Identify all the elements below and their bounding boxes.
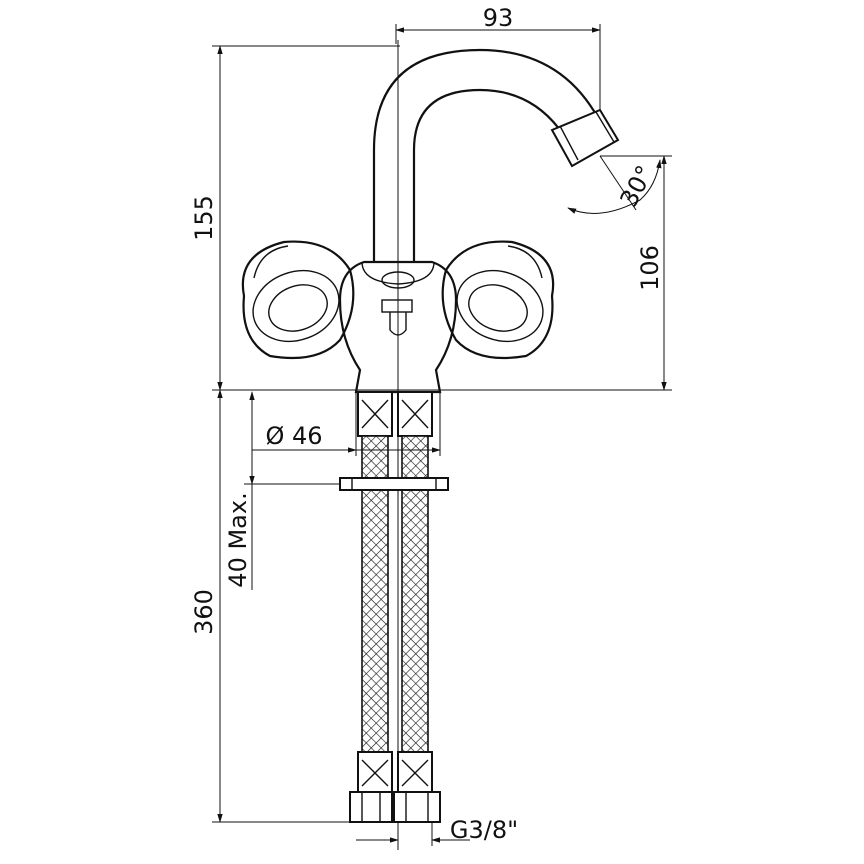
dimension-spout-height: 106	[600, 155, 672, 391]
dim-label-30deg: 30°	[615, 161, 660, 212]
left-handle	[241, 240, 355, 360]
dim-label-93: 93	[483, 4, 514, 32]
dimension-hose-length: 360	[190, 389, 350, 823]
right-handle	[441, 240, 555, 360]
supply-hoses	[349, 391, 441, 823]
mounting-nut	[339, 477, 449, 491]
spout	[372, 48, 620, 262]
dimension-base-diameter: Ø 46	[252, 392, 441, 456]
dimension-thread: G3/8"	[356, 816, 518, 846]
left-hose-nut	[349, 791, 393, 823]
dimension-spout-reach: 93	[395, 4, 601, 150]
faucet-body	[338, 40, 458, 850]
dim-label-diameter-46: Ø 46	[265, 422, 322, 450]
left-hose-lower-fitting	[357, 751, 393, 793]
dim-label-40-max: 40 Max.	[224, 492, 252, 587]
right-hose-lower-fitting	[397, 751, 433, 793]
dimension-max-thickness: 40 Max.	[224, 391, 340, 590]
dimension-angle: 30°	[567, 155, 662, 214]
dim-label-106: 106	[636, 245, 664, 291]
dim-label-g3-8: G3/8"	[450, 816, 518, 844]
dim-label-155: 155	[190, 195, 218, 241]
dimension-total-height: 155	[190, 45, 400, 391]
right-hose-nut	[393, 791, 441, 823]
dim-label-360: 360	[190, 589, 218, 635]
aerator	[550, 108, 620, 168]
